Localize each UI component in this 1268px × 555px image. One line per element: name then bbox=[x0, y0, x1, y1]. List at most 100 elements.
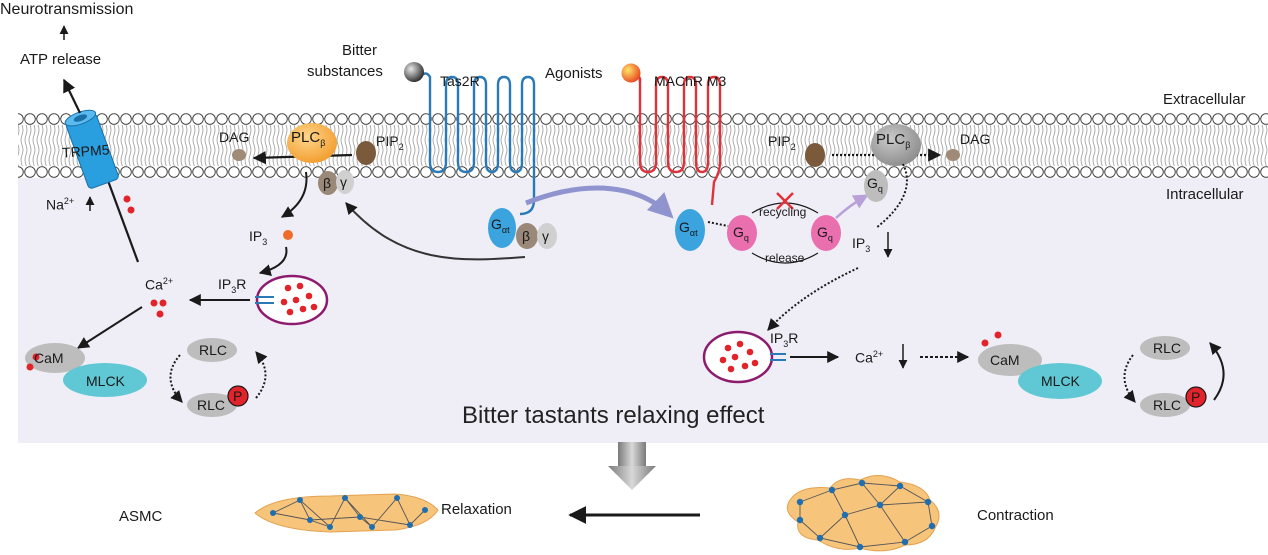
rlc-dephosphorylation-arrow-right bbox=[1209, 342, 1225, 401]
phosphate-right bbox=[1185, 386, 1207, 408]
cam-left bbox=[25, 343, 85, 373]
gq-label-b: Gq bbox=[817, 224, 833, 243]
ggamma-left bbox=[336, 170, 354, 194]
ip3r-label-right: IP3R bbox=[770, 330, 799, 349]
ip3-to-receptor-arrow-right bbox=[767, 267, 859, 331]
ip3-label-right: IP3 bbox=[852, 235, 871, 254]
machr-m3-label: MAChR M3 bbox=[654, 73, 727, 89]
dag-label-right: DAG bbox=[960, 131, 991, 147]
contraction-label: Contraction bbox=[977, 507, 1054, 524]
phosphate-label-right: P bbox=[1191, 389, 1201, 405]
gq-protein-b bbox=[811, 215, 841, 251]
ca-label-right: Ca2+ bbox=[855, 349, 884, 366]
galpha-translocation-arrow bbox=[525, 185, 674, 219]
machr-m3-receptor bbox=[638, 75, 722, 206]
endoplasmic-reticulum-right bbox=[702, 330, 786, 384]
atp-release-label: ATP release bbox=[20, 51, 102, 68]
rlc-dephosphorylation-arrow-left bbox=[255, 351, 268, 399]
pip2-molecule-left bbox=[356, 141, 376, 165]
gq-protein-a bbox=[727, 215, 757, 251]
cam-label-right: CaM bbox=[990, 352, 1020, 368]
agonist-ligand bbox=[621, 63, 641, 83]
release-label: release bbox=[765, 251, 805, 265]
phosphate-left bbox=[227, 385, 249, 407]
pip2-label-right: PIP2 bbox=[768, 133, 796, 152]
mlck-label-left: MLCK bbox=[86, 373, 125, 389]
galpha-gq-interaction bbox=[707, 221, 729, 227]
gq-label-c: Gq bbox=[867, 175, 883, 194]
dag-molecule-right bbox=[946, 149, 960, 161]
rlc-phosphorylation-arrow-right bbox=[1123, 354, 1136, 403]
beta-label-mid: β bbox=[522, 228, 531, 244]
rlc-left-bottom bbox=[187, 393, 237, 417]
ggamma-mid bbox=[537, 223, 557, 249]
cam-label-left: CaM bbox=[34, 350, 64, 366]
dag-label-left: DAG bbox=[219, 129, 250, 145]
rlc-left-top bbox=[187, 338, 237, 362]
rlc-phosphorylation-arrow-left bbox=[169, 354, 183, 403]
pip2-molecule-right bbox=[805, 143, 825, 167]
release-arc bbox=[751, 252, 819, 264]
plc-label-left: PLCβ bbox=[291, 129, 326, 148]
bitter-substances-label-line1: Bitter bbox=[342, 42, 378, 59]
ip3r-label-left: IP3R bbox=[218, 276, 247, 295]
ip3-to-receptor-arrow-left bbox=[258, 246, 288, 277]
gq-to-plc-arrow bbox=[835, 194, 869, 219]
beta-label-left: β bbox=[323, 175, 332, 191]
relaxation-label: Relaxation bbox=[441, 501, 512, 518]
cam-right bbox=[978, 344, 1042, 376]
rlc-label-right-top: RLC bbox=[1153, 340, 1182, 356]
neurotransmission-label: Neurotransmission bbox=[0, 1, 134, 18]
mlck-label-right: MLCK bbox=[1041, 373, 1080, 389]
na-label: Na2+ bbox=[46, 196, 75, 213]
cell-membrane bbox=[18, 113, 1268, 178]
contracted-asmc-cell bbox=[786, 475, 940, 552]
ca-to-cam-arrow-left bbox=[76, 306, 143, 349]
bitter-substance-ligand bbox=[404, 62, 424, 82]
intracellular-label: Intracellular bbox=[1166, 186, 1244, 203]
asmc-label: ASMC bbox=[119, 508, 163, 525]
galpha-label-left: Gαt bbox=[491, 216, 510, 235]
plc-to-ip3-arrow-right bbox=[875, 163, 908, 229]
rlc-label-left-bottom: RLC bbox=[197, 397, 226, 413]
tas2r-receptor bbox=[419, 72, 536, 200]
gamma-label-mid: γ bbox=[542, 228, 549, 244]
recycling-arc bbox=[751, 202, 819, 214]
tas2r-label: Tas2R bbox=[440, 73, 480, 89]
phosphate-label-left: P bbox=[233, 388, 243, 404]
dag-molecule-left bbox=[232, 149, 246, 161]
recycling-blocked-x bbox=[776, 192, 794, 210]
ip3-molecule-left bbox=[283, 230, 293, 240]
plc-label-right: PLCβ bbox=[876, 131, 911, 150]
rlc-right-bottom bbox=[1140, 393, 1190, 417]
rlc-right-top bbox=[1140, 336, 1190, 360]
endoplasmic-reticulum-left bbox=[255, 274, 329, 326]
gbeta-left bbox=[318, 171, 338, 195]
down-arrow bbox=[608, 442, 656, 490]
gbeta-mid bbox=[516, 223, 538, 249]
rlc-label-left-top: RLC bbox=[199, 342, 228, 358]
galpha-gustducin-right bbox=[675, 209, 705, 251]
trpm5-label: TRPM5 bbox=[61, 141, 110, 161]
gamma-label-left: γ bbox=[340, 174, 347, 190]
ca-label-left: Ca2+ bbox=[145, 276, 174, 293]
plc-to-ip3-arrow-left bbox=[280, 171, 308, 218]
rlc-label-right-bottom: RLC bbox=[1153, 397, 1182, 413]
gq-protein-c bbox=[864, 170, 888, 202]
gq-label-a: Gq bbox=[733, 224, 749, 243]
galpha-label-right: Gαt bbox=[679, 219, 698, 238]
plc-enzyme-left bbox=[287, 123, 337, 163]
bitter-substances-label-line2: substances bbox=[307, 63, 383, 80]
relaxed-asmc-cell bbox=[254, 493, 439, 533]
ip3-label-left: IP3 bbox=[249, 228, 268, 247]
trpm5-channel bbox=[63, 78, 140, 263]
pip2-label-left: PIP2 bbox=[376, 133, 404, 152]
galpha-gustducin-left bbox=[488, 208, 516, 248]
mlck-left bbox=[63, 363, 147, 397]
plc-enzyme-right bbox=[871, 124, 921, 166]
agonists-label: Agonists bbox=[545, 65, 603, 82]
recycling-label: recycling bbox=[759, 205, 807, 219]
main-title: Bitter tastants relaxing effect bbox=[462, 402, 765, 429]
gbetagamma-to-plc-arrow bbox=[345, 202, 526, 261]
